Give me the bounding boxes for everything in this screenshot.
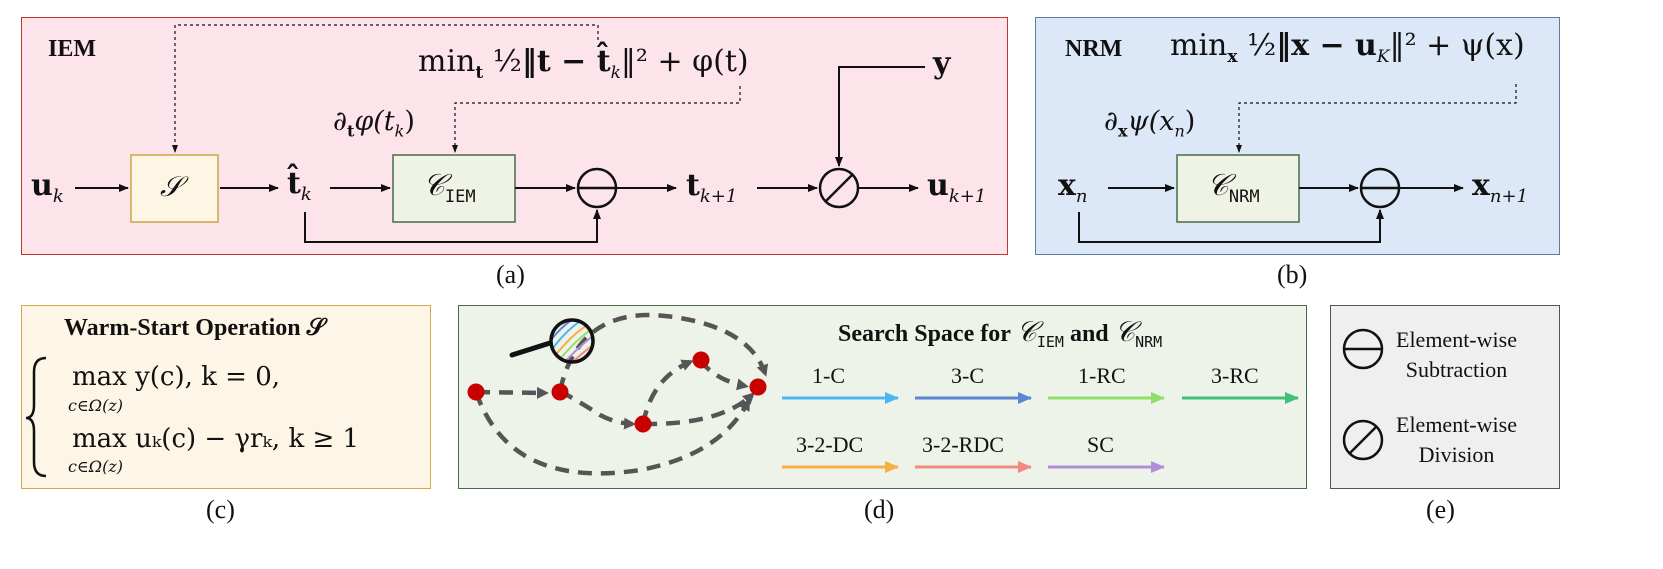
subtraction-label: Element-wise Subtraction xyxy=(1396,327,1517,382)
warm-start-operator: 𝒮 xyxy=(160,170,182,203)
warm-start-case-1: max y(c), k = 0, xyxy=(72,362,281,392)
subtraction-legend-icon xyxy=(1342,328,1384,370)
warm-start-box xyxy=(130,154,219,223)
iem-denoiser-box xyxy=(392,154,516,223)
caption-c: (c) xyxy=(206,495,235,524)
measurement-y: y xyxy=(933,46,951,81)
division-label: Element-wise Division xyxy=(1396,412,1517,467)
left-brace xyxy=(25,356,47,478)
input-uk: uk xyxy=(31,168,64,207)
graph-node xyxy=(551,383,569,401)
nrm-gradient: ∂xψ(xn) xyxy=(1104,106,1196,141)
division-legend-icon xyxy=(1342,419,1384,461)
op-label-1c: 1-C xyxy=(812,363,845,388)
graph-node xyxy=(634,415,652,433)
op-label-sc: SC xyxy=(1087,432,1114,457)
nrm-denoiser-box xyxy=(1176,154,1300,223)
warm-start-title: Warm-Start Operation 𝒮 xyxy=(64,315,326,341)
op-label-3-2-rdc: 3-2-RDC xyxy=(922,432,1004,457)
input-xn: xn xyxy=(1058,168,1088,207)
warm-start-panel xyxy=(21,305,431,489)
op-arrows xyxy=(782,392,1299,473)
t-k-plus-1: tk+1 xyxy=(686,168,738,207)
warm-start-case-2: max uₖ(c) − γrₖ, k ≥ 1 xyxy=(72,424,360,454)
graph-node xyxy=(467,383,485,401)
op-label-3c: 3-C xyxy=(951,363,984,388)
graph-node xyxy=(692,351,710,369)
caption-b: (b) xyxy=(1277,260,1308,289)
output-xn1: xn+1 xyxy=(1472,168,1529,207)
t-hat-k: t̂k xyxy=(287,166,312,205)
caption-a: (a) xyxy=(496,260,525,289)
op-label-3rc: 3-RC xyxy=(1211,363,1259,388)
magnifier-icon xyxy=(509,318,595,364)
iem-denoiser-label: 𝒞IEM xyxy=(423,168,476,207)
caption-e: (e) xyxy=(1426,495,1455,524)
op-label-3-2-dc: 3-2-DC xyxy=(796,432,864,457)
nrm-denoiser-label: 𝒞NRM xyxy=(1207,168,1260,207)
caption-d: (d) xyxy=(864,495,895,524)
nrm-objective: minx ½‖x − uK‖² + ψ(x) xyxy=(1170,28,1525,67)
search-graph xyxy=(473,312,769,476)
iem-gradient: ∂tφ(tk) xyxy=(333,106,415,141)
iem-title: IEM xyxy=(48,36,96,62)
output-uk1: uk+1 xyxy=(927,168,987,207)
op-label-1rc: 1-RC xyxy=(1078,363,1126,388)
division-node-a xyxy=(818,167,860,209)
search-space-title: Search Space for 𝒞IEM and 𝒞NRM xyxy=(838,315,1163,351)
warm-start-case-2-sub: c∈Ω(z) xyxy=(68,457,123,476)
warm-start-case-1-sub: c∈Ω(z) xyxy=(68,396,123,415)
graph-node xyxy=(749,378,767,396)
iem-objective: mint ½‖t − t̂k‖² + φ(t) xyxy=(418,44,749,83)
nrm-title: NRM xyxy=(1065,36,1123,62)
